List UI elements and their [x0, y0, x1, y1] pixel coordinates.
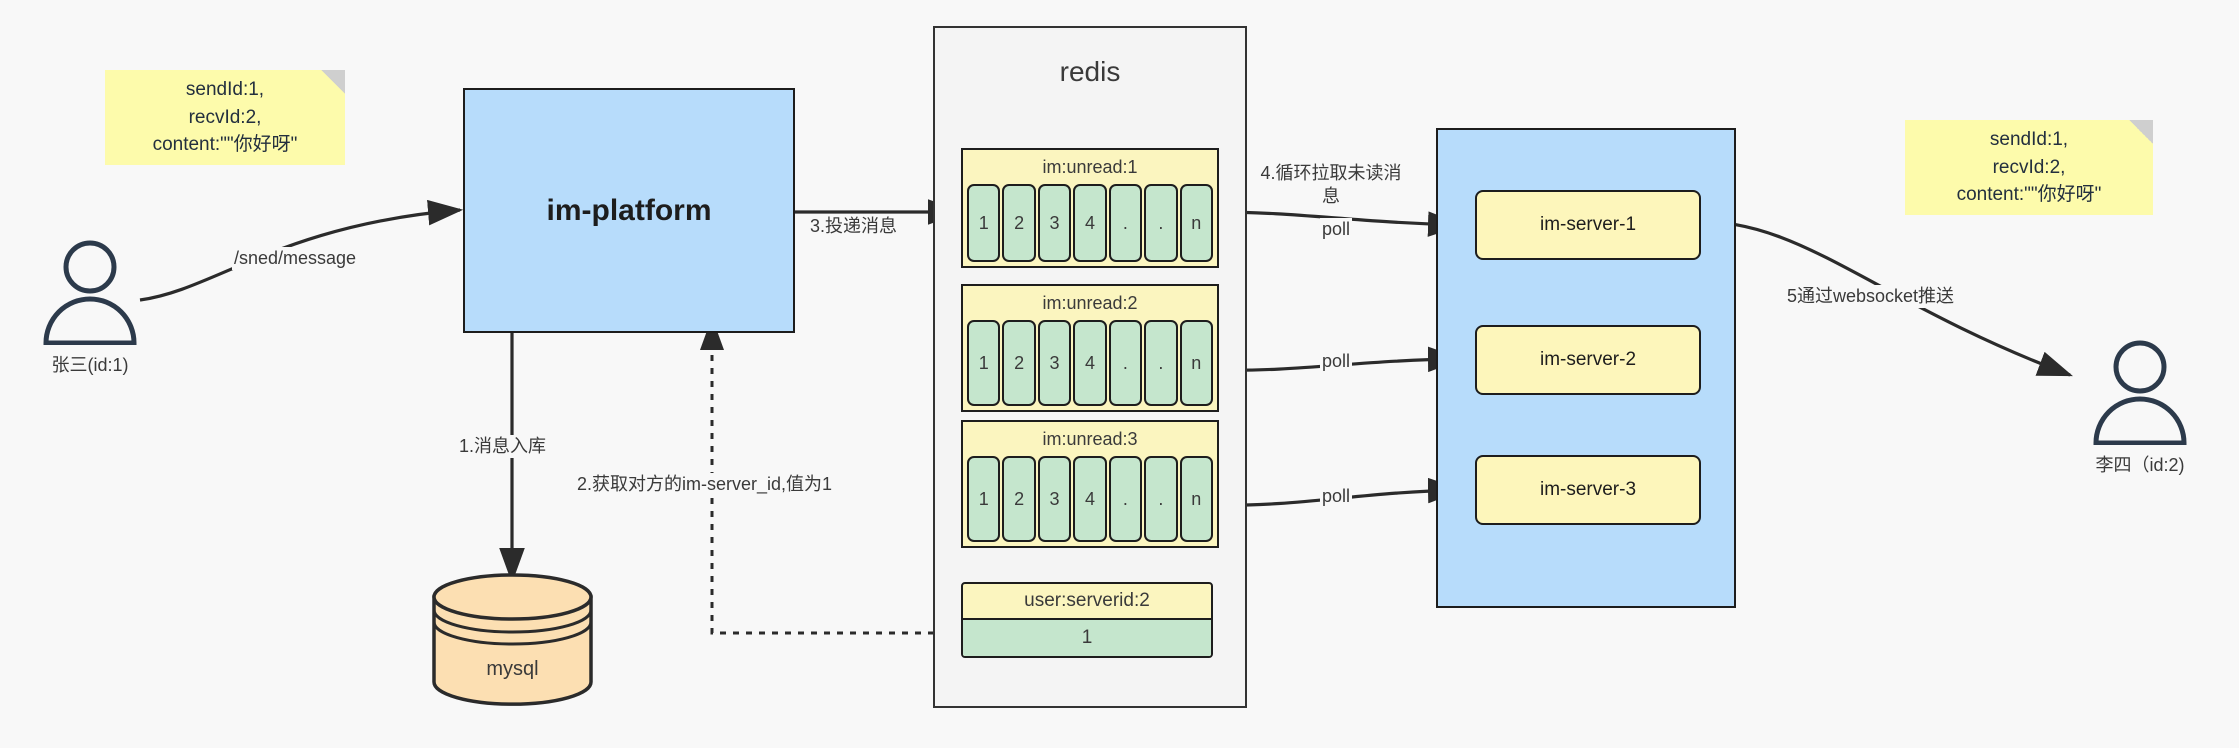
queue-cell[interactable]: 1	[967, 184, 1001, 262]
queue-2-title: im:unread:2	[1042, 292, 1138, 313]
queue-cell[interactable]: 1	[967, 456, 1001, 542]
queue-cell[interactable]: 4	[1073, 184, 1107, 262]
edge-label-step4: 4.循环拉取未读消 息	[1258, 162, 1404, 209]
mysql-label: mysql	[486, 658, 539, 680]
queue-3-title: im:unread:3	[1042, 428, 1138, 449]
note-left-message: sendId:1, recvId:2, content:""你好呀"	[105, 70, 345, 165]
im-platform-box[interactable]: im-platform	[463, 88, 795, 333]
note-right-message: sendId:1, recvId:2, content:""你好呀"	[1905, 120, 2153, 215]
note-fold-corner-icon	[321, 70, 345, 94]
queue-cell[interactable]: .	[1144, 184, 1178, 262]
note-right-text: sendId:1, recvId:2, content:""你好呀"	[1956, 129, 2102, 206]
queue-2-cells: 1 2 3 4 . . n	[963, 320, 1217, 410]
server-3-label: im-server-3	[1539, 479, 1637, 500]
user-icon	[2093, 340, 2187, 446]
queue-cell[interactable]: n	[1179, 456, 1213, 542]
queue-im-unread-1[interactable]: im:unread:1 1 2 3 4 . . n	[961, 148, 1219, 268]
queue-cell[interactable]: 4	[1073, 456, 1107, 542]
edge-label-step3: 3.投递消息	[808, 215, 900, 239]
edge-label-step1: 1.消息入库	[457, 435, 549, 459]
redis-title: redis	[1059, 56, 1121, 87]
edge-label-step5: 5通过websocket推送	[1785, 285, 1957, 309]
queue-cell[interactable]: 2	[1002, 456, 1036, 542]
user-icon	[43, 240, 137, 346]
edge-label-poll-1: poll	[1320, 218, 1353, 242]
queue-cell[interactable]: n	[1179, 320, 1213, 406]
queue-cell[interactable]: .	[1144, 320, 1178, 406]
queue-cell[interactable]: .	[1108, 320, 1143, 406]
im-platform-label: im-platform	[546, 193, 712, 227]
server-im-server-1[interactable]: im-server-1	[1475, 190, 1701, 260]
queue-cell[interactable]: n	[1179, 184, 1213, 262]
kv-key-label: user:serverid:2	[1024, 590, 1150, 611]
queue-im-unread-2[interactable]: im:unread:2 1 2 3 4 . . n	[961, 284, 1219, 412]
queue-cell[interactable]: .	[1108, 456, 1143, 542]
server-1-label: im-server-1	[1539, 214, 1637, 235]
note-fold-corner-icon	[2129, 120, 2153, 144]
queue-cell[interactable]: 2	[1002, 184, 1036, 262]
queue-3-cells: 1 2 3 4 . . n	[963, 456, 1217, 546]
kv-value-label: 1	[963, 618, 1211, 656]
actor-sender: 张三(id:1)	[35, 240, 145, 375]
edge-label-step2: 2.获取对方的im-server_id,值为1	[575, 473, 835, 497]
server-2-label: im-server-2	[1539, 349, 1637, 370]
database-cylinder-icon	[432, 573, 593, 706]
actor-receiver-label: 李四（id:2)	[2095, 455, 2185, 475]
queue-cell[interactable]: 4	[1073, 320, 1107, 406]
queue-cell[interactable]: 2	[1002, 320, 1036, 406]
queue-cell[interactable]: .	[1144, 456, 1178, 542]
mysql-database[interactable]: mysql	[430, 572, 595, 707]
redis-container[interactable]: redis im:unread:1 1 2 3 4 . . n im:unrea…	[933, 26, 1247, 708]
server-im-server-2[interactable]: im-server-2	[1475, 325, 1701, 395]
edge-label-send-message: /sned/message	[232, 247, 359, 271]
queue-cell[interactable]: 3	[1037, 456, 1072, 542]
queue-1-title: im:unread:1	[1042, 156, 1138, 177]
actor-sender-label: 张三(id:1)	[51, 355, 129, 375]
queue-cell[interactable]: 1	[967, 320, 1001, 406]
queue-cell[interactable]: 3	[1037, 320, 1072, 406]
edge-label-poll-2: poll	[1320, 350, 1353, 374]
server-im-server-3[interactable]: im-server-3	[1475, 455, 1701, 525]
queue-im-unread-3[interactable]: im:unread:3 1 2 3 4 . . n	[961, 420, 1219, 548]
queue-cell[interactable]: 3	[1037, 184, 1072, 262]
queue-cell[interactable]: .	[1108, 184, 1143, 262]
edge-label-poll-3: poll	[1320, 485, 1353, 509]
note-left-text: sendId:1, recvId:2, content:""你好呀"	[152, 79, 298, 156]
queue-1-cells: 1 2 3 4 . . n	[963, 184, 1217, 266]
actor-receiver: 李四（id:2)	[2085, 340, 2195, 475]
kv-user-serverid[interactable]: user:serverid:2 1	[961, 582, 1213, 658]
